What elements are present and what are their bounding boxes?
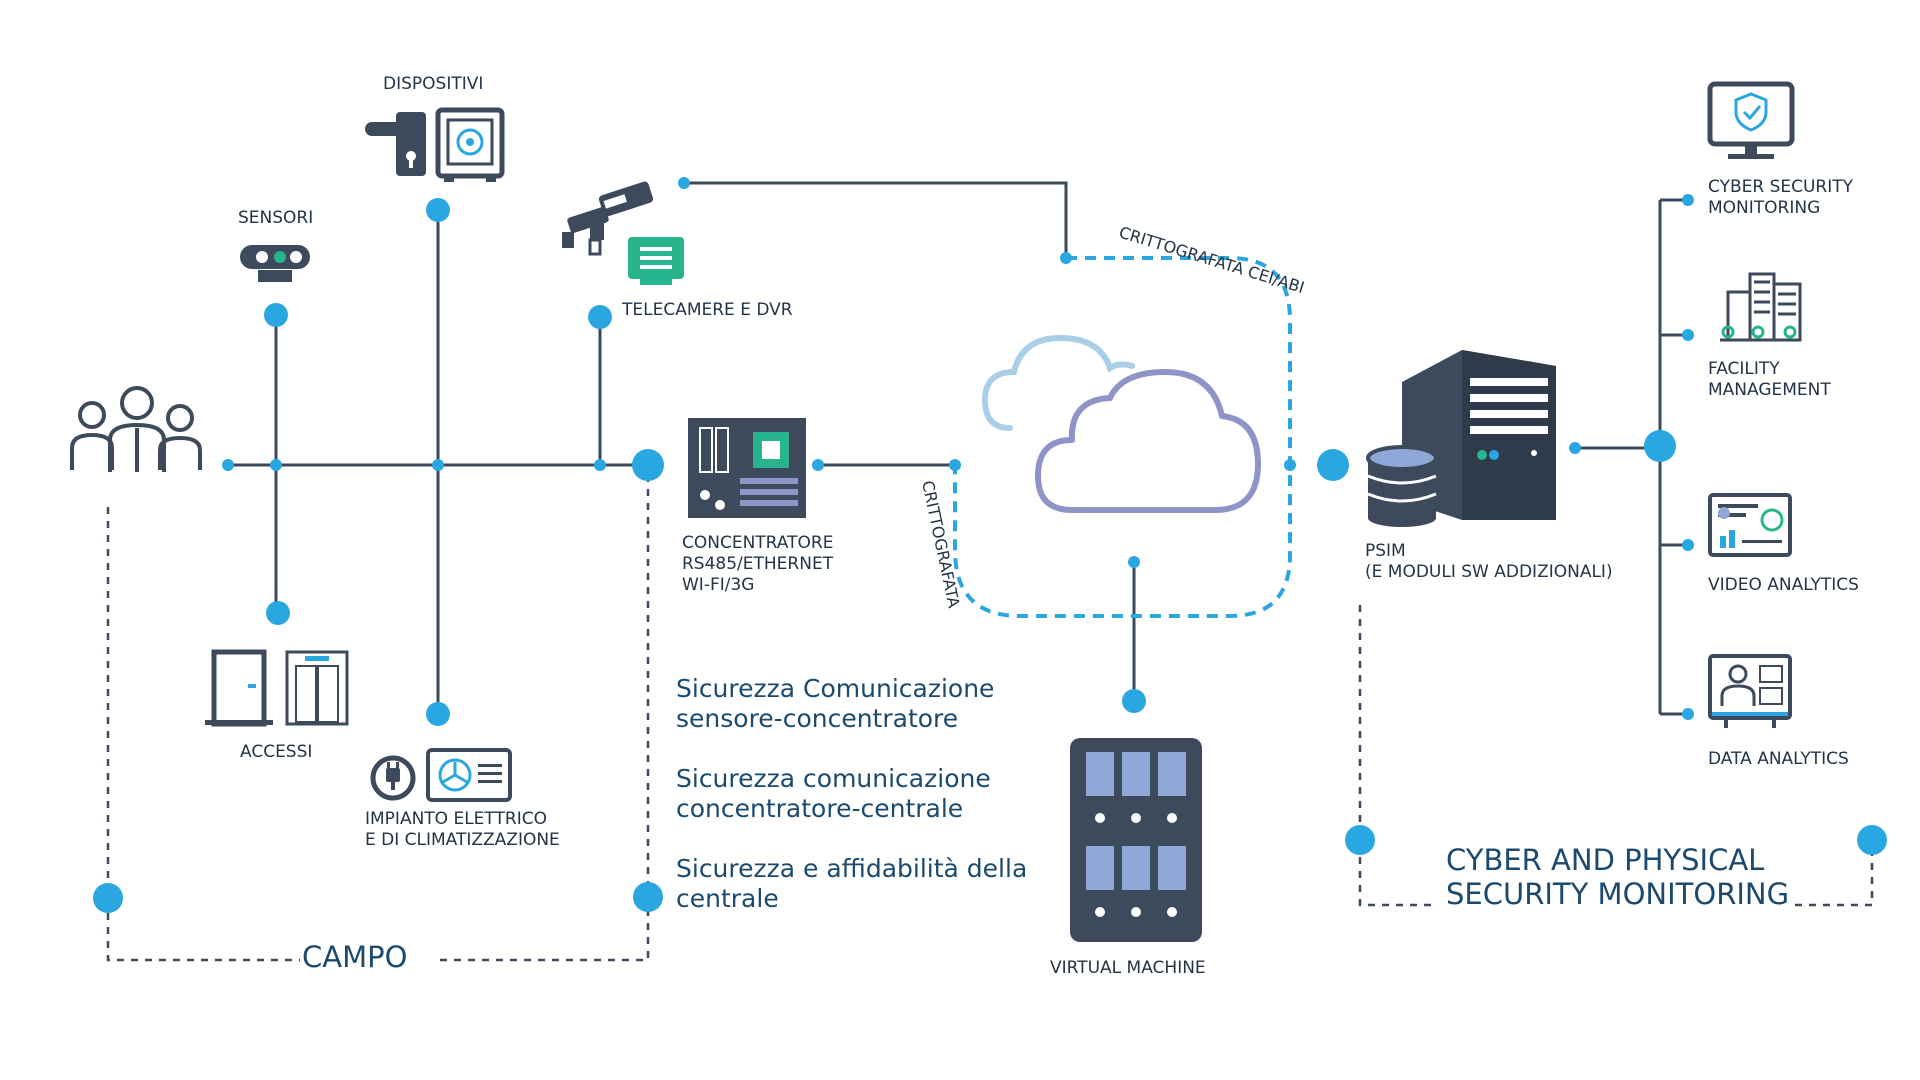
data-analytics-screen-icon (1708, 654, 1792, 728)
campo-label: CAMPO (302, 940, 407, 974)
psim-label: PSIM (E MODULI SW ADDIZIONALI) (1365, 541, 1613, 582)
air-conditioner-icon (426, 748, 512, 802)
monitor-shield-icon (1707, 81, 1795, 159)
cctv-camera-icon (562, 181, 654, 256)
server-tower-icon (1402, 350, 1556, 520)
dvr-icon (628, 237, 684, 285)
cloud-icon (981, 334, 1261, 513)
door-handle-icon (365, 112, 426, 176)
sensori-label: SENSORI (238, 208, 313, 228)
boundary-dashes (106, 472, 1874, 962)
virtual-machine-label: VIRTUAL MACHINE (1050, 958, 1206, 978)
security-note-2: Sicurezza comunicazione concentratore-ce… (676, 764, 999, 823)
concentratore-label: CONCENTRATORE RS485/ETHERNET WI-FI/3G (682, 533, 839, 595)
elevator-icon (285, 650, 349, 726)
dispositivi-label: DISPOSITIVI (383, 74, 483, 94)
impianto-label: IMPIANTO ELETTRICO E DI CLIMATIZZAZIONE (365, 809, 560, 850)
safe-icon (435, 107, 505, 182)
people-group-icon (70, 386, 202, 472)
facility-label: FACILITY MANAGEMENT (1708, 359, 1831, 400)
door-icon (205, 649, 273, 727)
buildings-icon (1720, 272, 1802, 342)
security-note-3: Sicurezza e affidabilità della centrale (676, 854, 1035, 913)
database-icon (1366, 445, 1438, 527)
sensor-icon (240, 245, 310, 282)
video-analytics-screen-icon (1708, 493, 1792, 557)
cyber-physical-label: CYBER AND PHYSICAL SECURITY MONITORING (1446, 843, 1789, 911)
cyber-security-label: CYBER SECURITY MONITORING (1708, 177, 1858, 218)
server-rack-icon (1070, 738, 1202, 942)
video-analytics-label: VIDEO ANALYTICS (1708, 575, 1859, 595)
data-analytics-label: DATA ANALYTICS (1708, 749, 1849, 769)
accessi-label: ACCESSI (240, 742, 312, 762)
motherboard-icon (688, 418, 806, 518)
encrypted-channel-path (953, 256, 1292, 618)
telecamere-label: TELECAMERE E DVR (621, 300, 793, 320)
security-note-1: Sicurezza Comunicazione sensore-concentr… (676, 674, 1002, 733)
plug-icon (370, 755, 416, 801)
connection-dots (93, 177, 1887, 913)
